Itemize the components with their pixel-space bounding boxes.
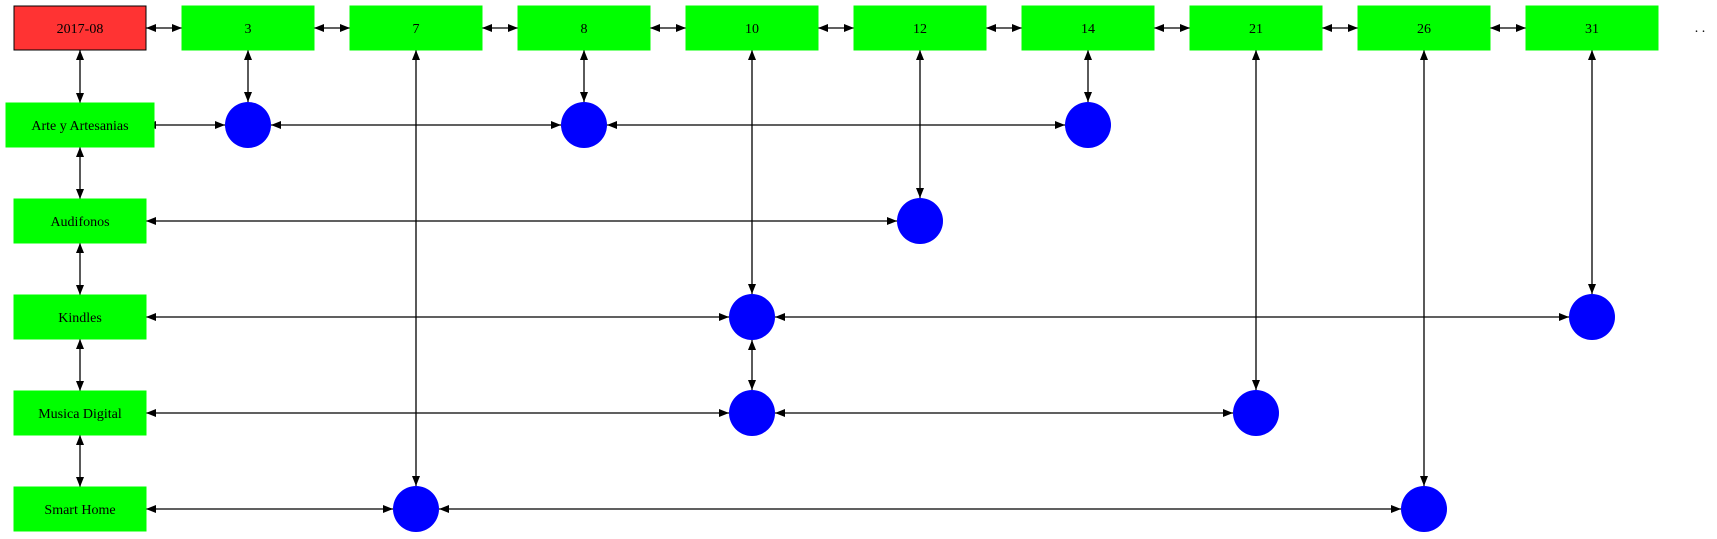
category-node-audifonos: Audifonos (13, 198, 147, 244)
event-dot-arte-y-artesanias-14 (1065, 102, 1111, 148)
day-node-8-box (517, 5, 651, 51)
category-node-musica-digital-box (13, 390, 147, 436)
day-node-8-label: 8 (581, 22, 588, 37)
category-node-smart-home: Smart Home (13, 486, 147, 532)
category-node-arte-y-artesanias: Arte y Artesanias (5, 102, 155, 148)
day-node-26: 26 (1357, 5, 1491, 51)
node-layer: 2017-08 3 7 8 10 12 14 21 26 31 . . Arte y Artesani… (5, 5, 1706, 532)
day-node-7: 7 (349, 5, 483, 51)
category-node-musica-digital: Musica Digital (13, 390, 147, 436)
event-dot-musica-digital-21 (1233, 390, 1279, 436)
day-node-21: 21 (1189, 5, 1323, 51)
day-node-7-box (349, 5, 483, 51)
day-node-10-label: 10 (745, 22, 759, 37)
edge-layer (76, 24, 1596, 513)
day-node-26-label: 26 (1417, 22, 1431, 37)
event-dot-smart-home-7 (393, 486, 439, 532)
day-node-12: 12 (853, 5, 987, 51)
event-dot-kindles-31 (1569, 294, 1615, 340)
category-node-musica-digital-label: Musica Digital (38, 407, 122, 422)
day-node-10-box (685, 5, 819, 51)
day-node-14-box (1021, 5, 1155, 51)
day-node-3-label: 3 (245, 22, 252, 37)
event-dot-audifonos-12 (897, 198, 943, 244)
event-dot-kindles-10 (729, 294, 775, 340)
day-node-31-label: 31 (1585, 22, 1599, 37)
month-node: 2017-08 (13, 5, 147, 51)
day-node-14: 14 (1021, 5, 1155, 51)
day-node-3: 3 (181, 5, 315, 51)
category-node-kindles-label: Kindles (58, 311, 102, 326)
event-dot-musica-digital-10 (729, 390, 775, 436)
category-node-arte-y-artesanias-label: Arte y Artesanias (31, 119, 128, 134)
category-node-kindles: Kindles (13, 294, 147, 340)
day-node-8: 8 (517, 5, 651, 51)
day-node-31: 31 (1525, 5, 1659, 51)
day-node-31-box (1525, 5, 1659, 51)
category-node-kindles-box (13, 294, 147, 340)
day-node-10: 10 (685, 5, 819, 51)
event-dot-arte-y-artesanias-8 (561, 102, 607, 148)
day-node-7-label: 7 (413, 22, 420, 37)
month-node-box (13, 5, 147, 51)
day-node-26-box (1357, 5, 1491, 51)
category-node-smart-home-box (13, 486, 147, 532)
trailing-ellipsis: . . (1695, 21, 1706, 36)
day-node-3-box (181, 5, 315, 51)
day-node-12-box (853, 5, 987, 51)
category-node-arte-y-artesanias-box (5, 102, 155, 148)
day-node-12-label: 12 (913, 22, 927, 37)
category-node-audifonos-box (13, 198, 147, 244)
day-node-14-label: 14 (1081, 22, 1095, 37)
category-node-audifonos-label: Audifonos (50, 215, 109, 230)
event-dot-smart-home-26 (1401, 486, 1447, 532)
day-node-21-box (1189, 5, 1323, 51)
event-dot-arte-y-artesanias-3 (225, 102, 271, 148)
category-node-smart-home-label: Smart Home (44, 503, 115, 518)
day-node-21-label: 21 (1249, 22, 1263, 37)
month-node-label: 2017-08 (57, 22, 104, 37)
